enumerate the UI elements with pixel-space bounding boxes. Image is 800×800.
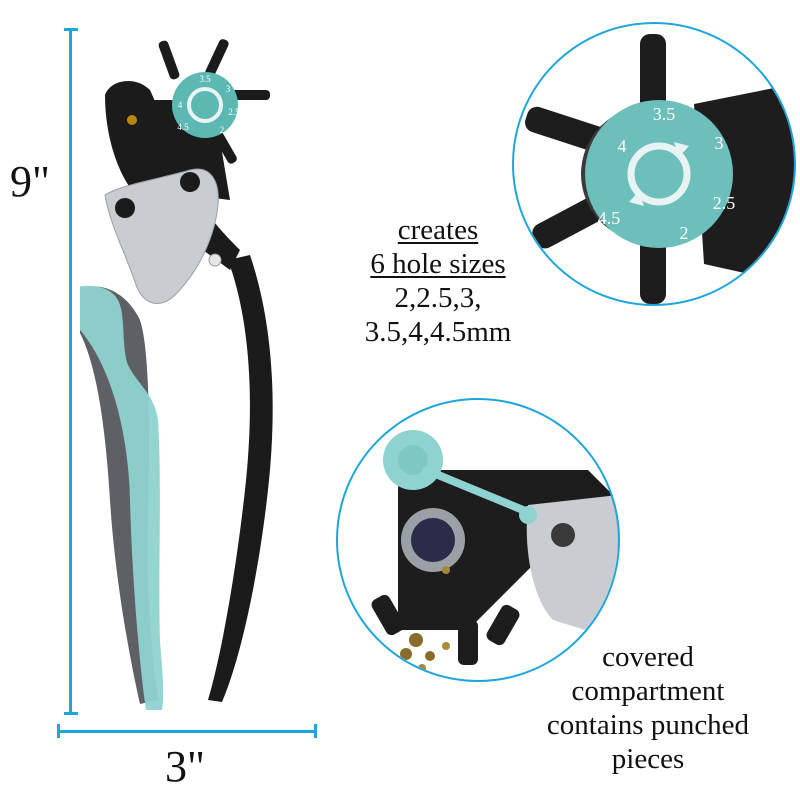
width-dimension-line <box>57 730 317 733</box>
height-label: 9" <box>10 157 50 206</box>
caption-line: covered <box>602 641 694 673</box>
height-dimension-cap-bottom <box>64 712 78 715</box>
dial-closeup-image: 3.5 3 2.5 2 4.5 4 <box>525 34 794 304</box>
hole-punch-pliers-image: 3.5 3 2.5 2 4.5 4 <box>80 39 273 710</box>
svg-text:2: 2 <box>680 223 689 243</box>
svg-text:4.5: 4.5 <box>177 122 189 132</box>
svg-text:4: 4 <box>618 136 627 156</box>
compartment-detail-circle <box>336 398 620 682</box>
height-dimension-cap-top <box>64 28 78 31</box>
width-label: 3" <box>165 742 205 791</box>
svg-text:2.5: 2.5 <box>228 107 240 117</box>
svg-text:3: 3 <box>226 84 231 94</box>
caption-line: 3.5,4,4.5mm <box>364 316 512 348</box>
dial-detail-circle: 3.5 3 2.5 2 4.5 4 <box>512 22 796 306</box>
caption-line: contains punched <box>546 709 750 741</box>
caption-line: 6 hole sizes <box>370 248 506 280</box>
caption-line: compartment <box>571 675 725 707</box>
caption-line: pieces <box>611 743 685 775</box>
svg-text:2.5: 2.5 <box>713 193 736 213</box>
width-dimension-cap-right <box>314 724 317 738</box>
hole-sizes-caption: creates 6 hole sizes 2,2.5,3, 3.5,4,4.5m… <box>338 213 538 349</box>
svg-text:3.5: 3.5 <box>199 74 211 84</box>
compartment-closeup-image <box>371 430 618 672</box>
svg-text:3.5: 3.5 <box>653 104 676 124</box>
svg-text:3: 3 <box>715 133 724 153</box>
caption-line: creates <box>397 214 479 246</box>
compartment-caption: covered compartment contains punched pie… <box>508 640 788 776</box>
svg-text:4.5: 4.5 <box>598 208 621 228</box>
svg-text:4: 4 <box>178 100 183 110</box>
caption-line: 2,2.5,3, <box>394 282 482 314</box>
height-dimension-line <box>69 28 72 715</box>
svg-text:2: 2 <box>220 125 225 135</box>
width-dimension-cap-left <box>57 724 60 738</box>
